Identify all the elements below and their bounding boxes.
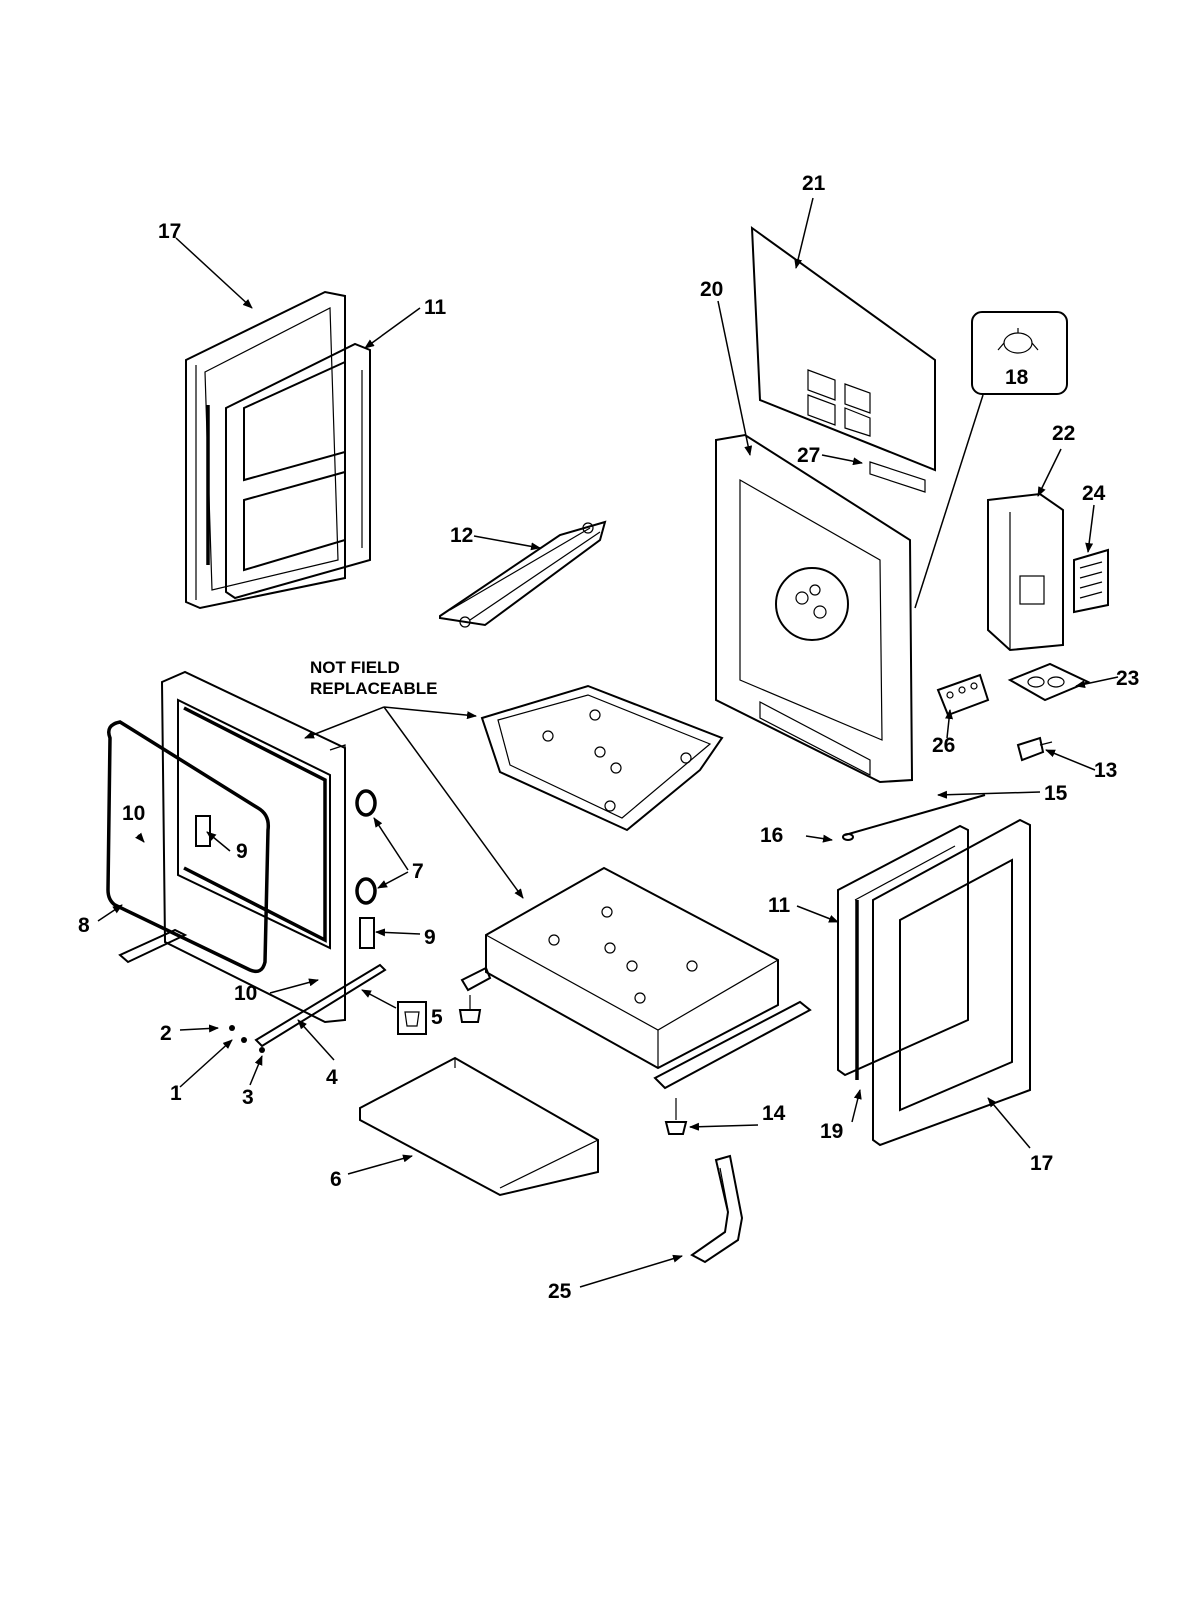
grommet-upper (355, 789, 377, 817)
callout-16: 16 (760, 824, 783, 847)
rack-bracket (439, 520, 607, 628)
callout-9-upper: 9 (236, 840, 248, 863)
callout-20: 20 (700, 278, 723, 301)
anti-tip-bracket (690, 1154, 744, 1264)
callout-5: 5 (431, 1006, 443, 1029)
drawer-bottom-panel (359, 1056, 599, 1197)
back-frame (715, 433, 914, 784)
callout-25: 25 (548, 1280, 572, 1303)
rod-tip (842, 833, 854, 841)
callout-19: 19 (820, 1120, 843, 1143)
hinge-lower (359, 917, 375, 949)
callout-6: 6 (330, 1168, 342, 1191)
gasket-plate (1007, 662, 1091, 702)
callout-3: 3 (242, 1086, 254, 1109)
callout-7: 7 (412, 860, 424, 883)
callout-11-top: 11 (424, 296, 447, 319)
callout-21: 21 (802, 172, 826, 195)
callout-17-right: 17 (1030, 1152, 1053, 1175)
rail-left (118, 928, 188, 964)
side-liner-right (837, 824, 969, 1077)
callout-14: 14 (762, 1102, 786, 1125)
front-frame (160, 670, 346, 1024)
side-liner-left (225, 342, 371, 600)
vent-cover (1073, 548, 1109, 614)
callout-27: 27 (797, 444, 820, 467)
callout-1: 1 (170, 1082, 182, 1105)
callout-17-top: 17 (158, 220, 181, 243)
terminal-block (936, 673, 990, 717)
note-line-2: REPLACEABLE (310, 679, 438, 698)
callout-18: 18 (1005, 366, 1029, 389)
callout-10-lower: 10 (234, 982, 257, 1005)
hinge-upper (195, 815, 211, 847)
callout-26: 26 (932, 734, 955, 757)
door-gasket (106, 720, 271, 974)
callout-2: 2 (160, 1022, 172, 1045)
callout-13: 13 (1094, 759, 1117, 782)
callout-23: 23 (1116, 667, 1139, 690)
callout-9-lower: 9 (424, 926, 436, 949)
base-chassis (460, 866, 812, 1090)
side-panel-right (872, 818, 1031, 1147)
sensor-probe (1016, 736, 1053, 762)
side-panel-left (185, 290, 346, 610)
callout-22: 22 (1052, 422, 1075, 445)
oven-bottom-tray (480, 684, 724, 832)
part-18-inset (971, 311, 1068, 395)
callout-12: 12 (450, 524, 473, 547)
rear-cover-panel (750, 225, 936, 493)
callout-8: 8 (78, 914, 90, 937)
leveling-leg-14 (664, 1098, 688, 1135)
control-box (987, 492, 1064, 652)
leveling-leg-inset (397, 1001, 427, 1035)
callout-4: 4 (326, 1066, 338, 1089)
grommet-lower (355, 877, 377, 905)
callout-24: 24 (1082, 482, 1106, 505)
callout-10-upper: 10 (122, 802, 145, 825)
callout-15: 15 (1044, 782, 1068, 805)
callout-11-right: 11 (768, 894, 791, 917)
leveling-leg (458, 995, 482, 1023)
rail-4 (254, 963, 387, 1048)
note-line-1: NOT FIELD (310, 658, 400, 677)
leader-lines (97, 197, 1119, 1288)
rod (844, 794, 986, 836)
